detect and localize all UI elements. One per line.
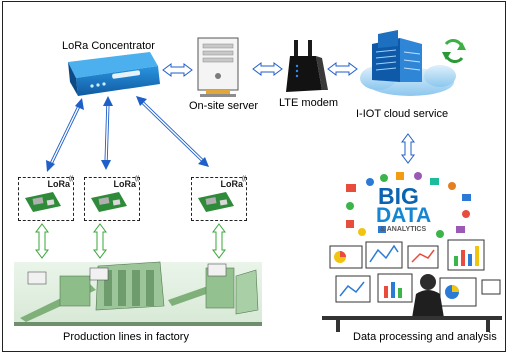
lora-node-3-tag: LoRa	[221, 176, 246, 189]
label-lte-modem: LTE modem	[279, 97, 339, 109]
label-iiot-cloud-service: I-IOT cloud service	[356, 108, 449, 120]
bigdata-icons-cluster	[346, 172, 471, 238]
lora-node-3: LoRa	[191, 176, 247, 221]
label-data-processing: Data processing and analysis	[353, 331, 497, 343]
link-node-2-factory	[93, 223, 107, 259]
lora-node-1: LoRa	[18, 176, 74, 221]
raspberry-board-icon	[91, 192, 127, 212]
factory-production-lines-illustration	[14, 261, 262, 326]
label-on-site-server: On-site server	[189, 100, 259, 112]
raspberry-board-icon	[198, 192, 234, 212]
iiot-cloud-icon	[360, 30, 456, 96]
label-production-lines: Production lines in factory	[63, 331, 189, 343]
link-cloud-analytics	[401, 133, 415, 164]
link-concentrator-node-2	[101, 96, 113, 170]
on-site-server-icon	[197, 37, 239, 97]
bigdata-title-analytics: & ANALYTICS	[380, 226, 427, 233]
link-concentrator-node-1	[46, 98, 84, 172]
sync-arrows-icon	[442, 39, 466, 63]
link-modem-cloud	[327, 62, 358, 76]
lte-modem-icon	[286, 40, 328, 92]
link-node-1-factory	[35, 223, 49, 259]
raspberry-board-icon	[25, 192, 61, 212]
bigdata-title-big: BIG	[378, 183, 419, 209]
link-concentrator-server	[162, 63, 193, 77]
lora-node-2-tag: LoRa	[114, 176, 139, 189]
lora-concentrator-device	[68, 52, 160, 96]
label-lora-concentrator: LoRa Concentrator	[62, 40, 155, 52]
bigdata-title-data: DATA	[376, 204, 432, 227]
link-server-modem	[252, 62, 283, 76]
link-concentrator-node-3	[136, 96, 209, 167]
link-node-3-factory	[212, 223, 226, 259]
lora-node-1-tag: LoRa	[48, 176, 73, 189]
analytics-workstation-illustration	[322, 239, 502, 332]
lora-node-2: LoRa	[84, 176, 140, 221]
